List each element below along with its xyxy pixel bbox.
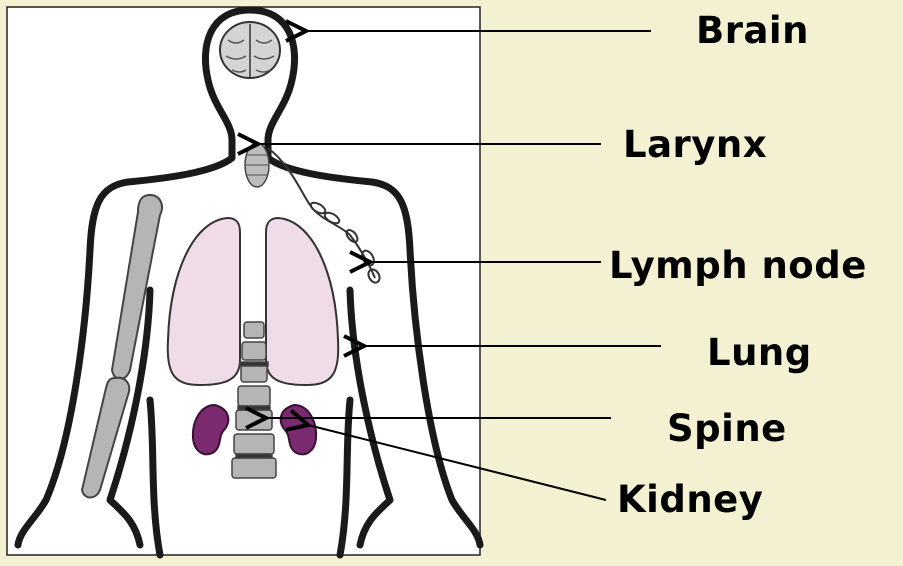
label-lymph-node: Lymph node xyxy=(609,247,867,284)
brain-shape xyxy=(220,22,280,78)
label-lung: Lung xyxy=(707,334,812,371)
label-kidney: Kidney xyxy=(617,481,763,518)
larynx-shape xyxy=(245,143,269,187)
label-brain: Brain xyxy=(696,12,809,49)
label-spine: Spine xyxy=(667,410,787,447)
label-larynx: Larynx xyxy=(623,126,767,163)
